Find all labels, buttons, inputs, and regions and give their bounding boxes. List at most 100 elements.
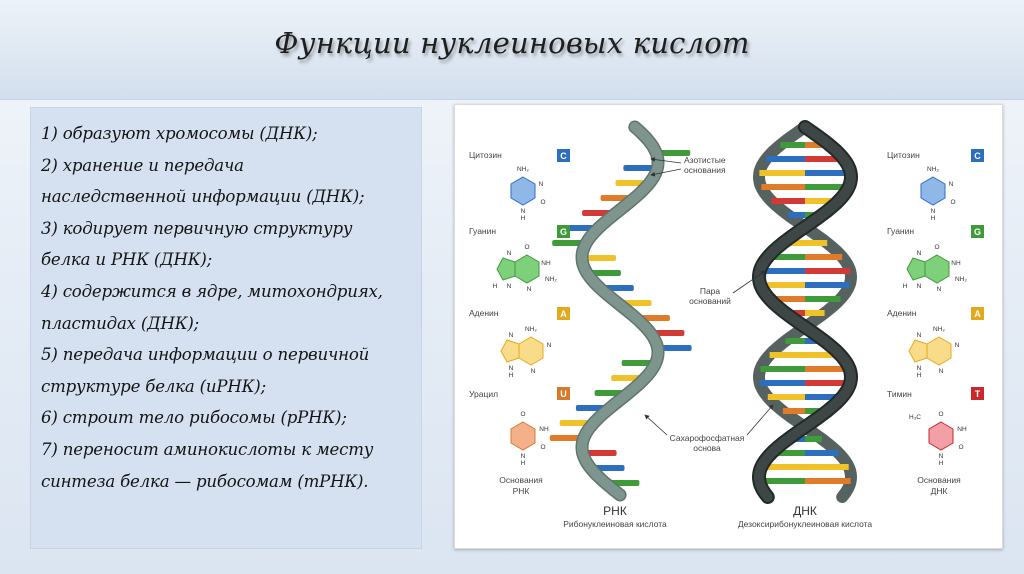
dna-bases-caption-1: Основания: [917, 475, 961, 485]
svg-text:основа: основа: [693, 443, 721, 453]
rna-base: [623, 165, 658, 171]
dna-caption-full: Дезоксирибонуклеиновая кислота: [738, 519, 873, 529]
dna-base: [769, 296, 805, 302]
svg-text:H: H: [903, 283, 908, 290]
base-name-cytosine-right: Цитозин: [887, 150, 920, 160]
rna-base: [621, 360, 656, 366]
rna-caption-full: Рибонуклеиновая кислота: [563, 519, 667, 529]
dna-base-rungs: [759, 142, 851, 484]
dna-base-pair: [805, 268, 851, 274]
dna-base: [761, 184, 805, 190]
svg-text:NH: NH: [539, 426, 549, 433]
slide-title: Функции нуклеиновых кислот: [274, 26, 750, 60]
dna-base: [759, 170, 805, 176]
svg-text:N: N: [917, 283, 922, 290]
svg-text:N: N: [949, 181, 954, 188]
rna-bases-caption-1: Основания: [499, 475, 543, 485]
thymine-molecule-right: O H₃C NH N H O: [909, 411, 967, 467]
dna-base: [767, 254, 805, 260]
svg-text:O: O: [524, 244, 529, 251]
functions-line: 3) кодирует первичную структуру: [41, 218, 353, 238]
badge-g-left-letter: G: [560, 227, 567, 237]
svg-text:N: N: [937, 286, 942, 293]
dna-base-pair: [805, 240, 828, 246]
svg-text:H: H: [509, 372, 514, 379]
dna-base: [759, 478, 805, 484]
svg-text:основания: основания: [684, 165, 726, 175]
title-band: [0, 0, 1024, 100]
svg-text:O: O: [540, 199, 545, 206]
dna-base-pair: [805, 478, 851, 484]
dna-base-pair: [805, 436, 822, 442]
svg-text:N: N: [507, 283, 512, 290]
svg-text:O: O: [938, 411, 943, 418]
dna-base-pair: [805, 198, 839, 204]
svg-text:H: H: [917, 372, 922, 379]
svg-text:O: O: [958, 444, 963, 451]
dna-base-pair: [805, 142, 830, 148]
dna-base: [782, 408, 805, 414]
badge-a-left-letter: A: [560, 309, 567, 319]
dna-base-pair: [805, 170, 851, 176]
functions-line: 1) образуют хромосомы (ДНК);: [41, 124, 318, 143]
base-name-adenine-right: Аденин: [887, 308, 917, 318]
badge-u-left: [557, 387, 570, 400]
svg-text:N: N: [931, 208, 936, 215]
base-name-uracil-left: Урацил: [469, 389, 498, 399]
rna-backbone: [575, 120, 665, 502]
cytosine-molecule-right: NH₂ N N H O: [920, 166, 956, 222]
svg-text:N: N: [509, 365, 514, 372]
dna-base: [771, 450, 805, 456]
dna-base-pair: [805, 282, 850, 288]
svg-text:NH: NH: [541, 260, 551, 267]
rna-base: [552, 240, 587, 246]
dna-base-pair: [805, 450, 839, 456]
guanine-molecule-left: O N N NH NH₂ H N: [493, 244, 558, 293]
rna-base: [549, 435, 584, 441]
rna-bases-column: Цитозин C Гуанин G Аденин A Урацил U NH₂…: [469, 149, 570, 496]
annotation-backbone: Сахарофосфатная основа: [644, 404, 774, 453]
svg-text:H: H: [931, 215, 936, 222]
cytosine-molecule-left: NH₂ N N H O: [510, 166, 546, 222]
svg-text:NH₂: NH₂: [517, 166, 529, 173]
svg-text:N: N: [917, 332, 922, 339]
svg-text:NH₂: NH₂: [933, 326, 945, 333]
badge-g-right-letter: G: [974, 227, 981, 237]
svg-text:Сахарофосфатная: Сахарофосфатная: [670, 433, 745, 443]
svg-text:N: N: [509, 332, 514, 339]
rna-caption: РНК: [603, 504, 627, 518]
adenine-molecule-left: NH₂ N N N N H: [500, 326, 552, 379]
dna-base: [766, 156, 805, 162]
dna-base: [788, 212, 805, 218]
dna-bases-caption-2: ДНК: [931, 486, 948, 496]
dna-base: [760, 282, 805, 288]
badge-c-left: [557, 149, 570, 162]
functions-line: структуре белка (иРНК);: [41, 376, 266, 396]
dna-backbone-front: [751, 120, 859, 504]
badge-t-right: [971, 387, 984, 400]
svg-text:O: O: [540, 444, 545, 451]
dna-base-pair: [805, 464, 849, 470]
svg-text:N: N: [917, 365, 922, 372]
dna-base: [785, 338, 805, 344]
svg-text:O: O: [950, 199, 955, 206]
annotation-nitrogen-bases: Азотистые основания: [650, 155, 726, 177]
svg-text:NH₂: NH₂: [955, 276, 967, 283]
svg-text:NH₂: NH₂: [525, 326, 537, 333]
base-name-guanine-left: Гуанин: [469, 226, 496, 236]
svg-text:N: N: [539, 181, 544, 188]
rna-base: [657, 345, 692, 351]
svg-text:O: O: [934, 244, 939, 251]
functions-line: 7) переносит аминокислоты к месту: [41, 439, 374, 459]
svg-text:Азотистые: Азотистые: [684, 155, 726, 165]
badge-c-left-letter: C: [560, 151, 567, 161]
svg-text:H₃C: H₃C: [909, 414, 921, 421]
svg-text:N: N: [521, 453, 526, 460]
svg-text:NH₂: NH₂: [927, 166, 939, 173]
functions-line: 6) строит тело рибосомы (рРНК);: [41, 408, 347, 428]
base-name-thymine-right: Тимин: [887, 389, 912, 399]
dna-base: [780, 142, 805, 148]
svg-text:NH: NH: [957, 426, 967, 433]
functions-line: 5) передача информации о первичной: [41, 345, 370, 365]
dna-base: [759, 380, 805, 386]
